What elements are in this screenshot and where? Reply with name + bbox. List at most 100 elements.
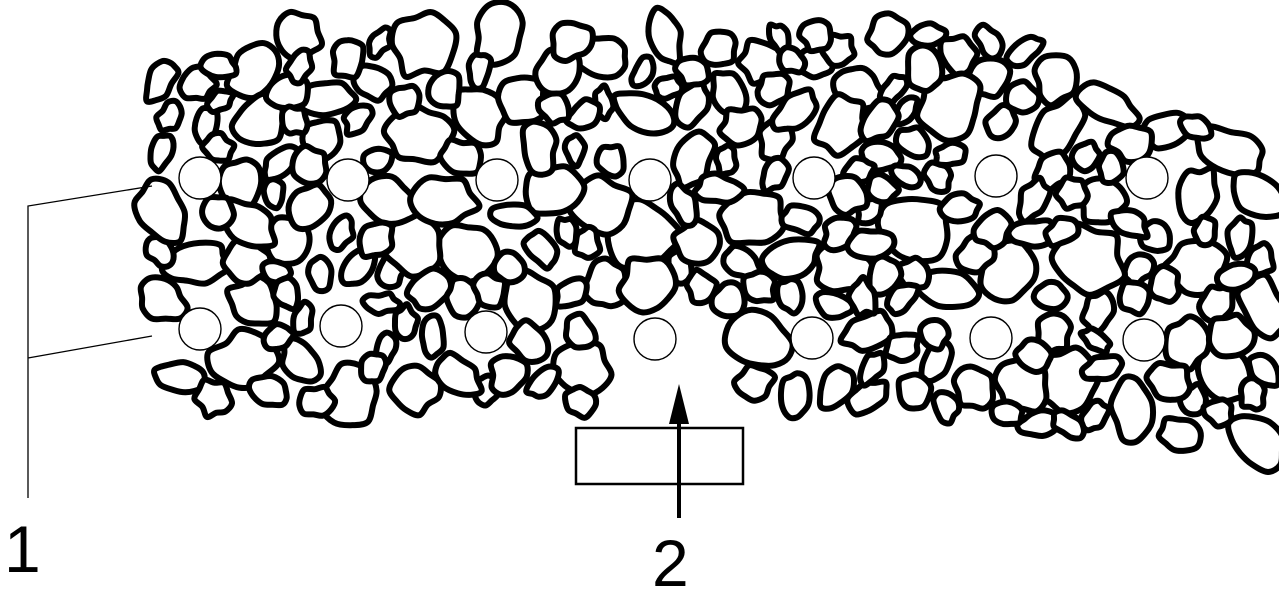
rock-fragment xyxy=(781,205,819,234)
rock-fragment xyxy=(719,108,761,145)
rock-fragment xyxy=(389,86,419,117)
rock-fragment xyxy=(886,335,919,361)
rock-fragment xyxy=(428,71,459,107)
drill-hole xyxy=(179,308,221,350)
rock-fragment xyxy=(1111,376,1153,442)
rock-fragment xyxy=(734,365,775,401)
rock-fragment xyxy=(1249,355,1279,386)
rock-fragment xyxy=(557,219,577,247)
rock-fragment xyxy=(473,273,505,307)
rock-fragment xyxy=(716,145,736,174)
rock-fragment xyxy=(799,20,831,51)
rock-fragment xyxy=(779,47,805,72)
rock-fragment xyxy=(867,13,908,54)
rock-fragment xyxy=(1034,282,1068,309)
rock-fragment xyxy=(565,387,596,418)
rock-fragment xyxy=(207,91,234,112)
rock-fragment xyxy=(1015,340,1051,372)
callout-1: 1 xyxy=(4,186,152,586)
rock-fragment xyxy=(1056,177,1088,208)
rock-fragment xyxy=(725,310,793,366)
rock-fragment xyxy=(194,380,232,418)
rock-fragment xyxy=(156,101,181,131)
rock-fragment xyxy=(920,320,949,350)
rock-fragment xyxy=(282,106,308,133)
drill-hole xyxy=(320,305,362,347)
rock-fragment xyxy=(908,46,942,91)
rock-fragment xyxy=(524,231,558,269)
rock-fragment xyxy=(597,146,624,177)
rock-fragment xyxy=(695,173,745,202)
rock-fragment xyxy=(264,324,294,349)
drill-hole xyxy=(327,159,369,201)
rock-fragment xyxy=(940,36,977,75)
rock-fragment xyxy=(566,314,596,348)
rock-fragment xyxy=(687,270,717,303)
rock-fragment xyxy=(141,277,188,319)
drill-hole xyxy=(476,159,518,201)
rock-fragment xyxy=(200,54,236,78)
rock-fragment xyxy=(556,278,587,306)
rock-fragment xyxy=(673,219,720,263)
rock-fragment xyxy=(360,223,393,257)
rock-fragment xyxy=(526,367,559,397)
rock-fragment xyxy=(289,184,332,229)
rock-fragment xyxy=(422,315,444,357)
callout-2-label: 2 xyxy=(652,526,689,591)
rock-fragment xyxy=(329,215,353,249)
rock-fragment xyxy=(292,146,326,184)
rock-fragment xyxy=(490,204,537,226)
rock-fragment xyxy=(264,179,284,208)
rock-fragment xyxy=(675,58,709,86)
rock-fragment xyxy=(743,272,775,302)
rock-fragment xyxy=(202,133,234,161)
rock-fragment xyxy=(777,279,802,313)
rock-fragment xyxy=(847,231,894,259)
rock-fragment xyxy=(1234,172,1279,217)
rock-fragment xyxy=(249,376,287,405)
drill-hole xyxy=(1123,319,1165,361)
rock-fragment xyxy=(369,27,391,57)
rock-fragment xyxy=(910,23,946,45)
rock-fragment xyxy=(631,56,653,86)
rock-fragment xyxy=(1203,399,1231,426)
rock-fragment xyxy=(1019,178,1050,222)
rock-fragment xyxy=(1150,266,1179,302)
rock-fragment xyxy=(655,76,683,98)
rock-fragments xyxy=(134,2,1279,472)
rock-fragment xyxy=(781,373,810,418)
rock-fragment xyxy=(1120,282,1150,314)
rock-fragment xyxy=(308,257,331,291)
rock-fragment xyxy=(1194,217,1216,246)
drill-hole xyxy=(179,157,221,199)
rock-fragment xyxy=(363,149,392,173)
drill-hole xyxy=(629,159,671,201)
rock-fragment xyxy=(940,193,980,221)
rock-fragment xyxy=(150,136,173,172)
rock-fragment xyxy=(1180,116,1211,138)
rock-fragment xyxy=(1227,217,1252,257)
rock-fragment xyxy=(1146,363,1189,400)
rock-fragment xyxy=(992,402,1023,425)
rectangle-icon xyxy=(576,428,743,484)
drill-hole xyxy=(793,157,835,199)
rock-fragment xyxy=(619,258,676,312)
rock-fragment xyxy=(410,177,479,224)
callout-1-bracket xyxy=(28,186,152,498)
drill-hole xyxy=(465,311,507,353)
rock-fragment xyxy=(299,387,335,416)
rock-fragment xyxy=(974,210,1012,248)
rock-fragment xyxy=(899,374,932,408)
rock-fragment xyxy=(440,140,481,174)
drill-hole xyxy=(634,318,676,360)
rock-fragment xyxy=(134,179,185,243)
rock-fragment xyxy=(1178,168,1217,223)
rock-fragment xyxy=(565,135,585,166)
rock-fragment xyxy=(202,197,234,229)
rock-fragment xyxy=(273,278,298,309)
rock-fragment xyxy=(648,8,680,64)
rock-fragment xyxy=(333,40,364,78)
drill-hole xyxy=(791,317,833,359)
rock-fragment xyxy=(1081,328,1111,352)
